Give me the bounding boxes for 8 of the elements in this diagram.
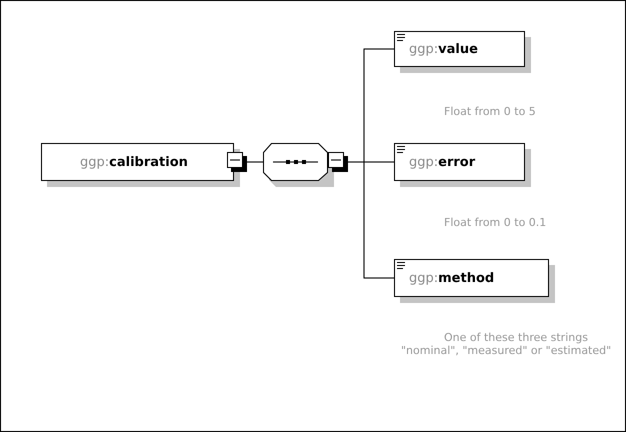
annotation-text: Float from 0 to 0.1	[444, 216, 548, 230]
element-name: ggp:value	[409, 42, 478, 56]
element-name: ggp:method	[409, 270, 494, 286]
annotation-text: Float from 0 to 5	[444, 105, 537, 118]
connector-line	[346, 162, 394, 278]
annotation-text: One of these three strings "nominal", "measured" or "estimated"	[401, 331, 612, 358]
element-name: ggp:calibration	[80, 154, 188, 170]
element-name: ggp:error	[409, 154, 476, 170]
